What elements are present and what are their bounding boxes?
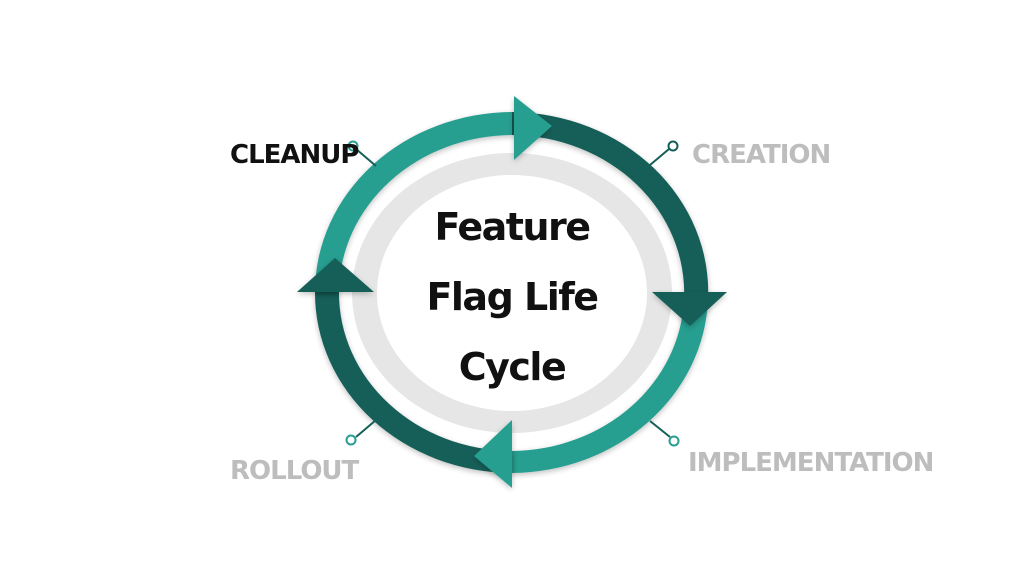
stage-cleanup-label: CLEANUP: [230, 140, 358, 170]
cleanup-connector: [347, 140, 377, 167]
creation-connector: [649, 140, 679, 166]
arrowhead-top: [514, 96, 552, 160]
stage-creation-label: CREATION: [692, 140, 830, 170]
stage-rollout-label: ROLLOUT: [230, 456, 360, 486]
center-disc: [377, 175, 647, 411]
title-line-2: Flag Life: [426, 275, 597, 319]
title-line-3: Cycle: [459, 345, 565, 389]
implementation-connector: [649, 420, 680, 447]
rollout-connector: [345, 419, 377, 446]
stage-implementation-label: IMPLEMENTATION: [688, 448, 933, 478]
arrowhead-right: [652, 292, 727, 326]
arrowhead-left: [297, 258, 374, 292]
title-line-1: Feature: [434, 205, 589, 249]
arrowhead-bottom: [474, 420, 512, 488]
